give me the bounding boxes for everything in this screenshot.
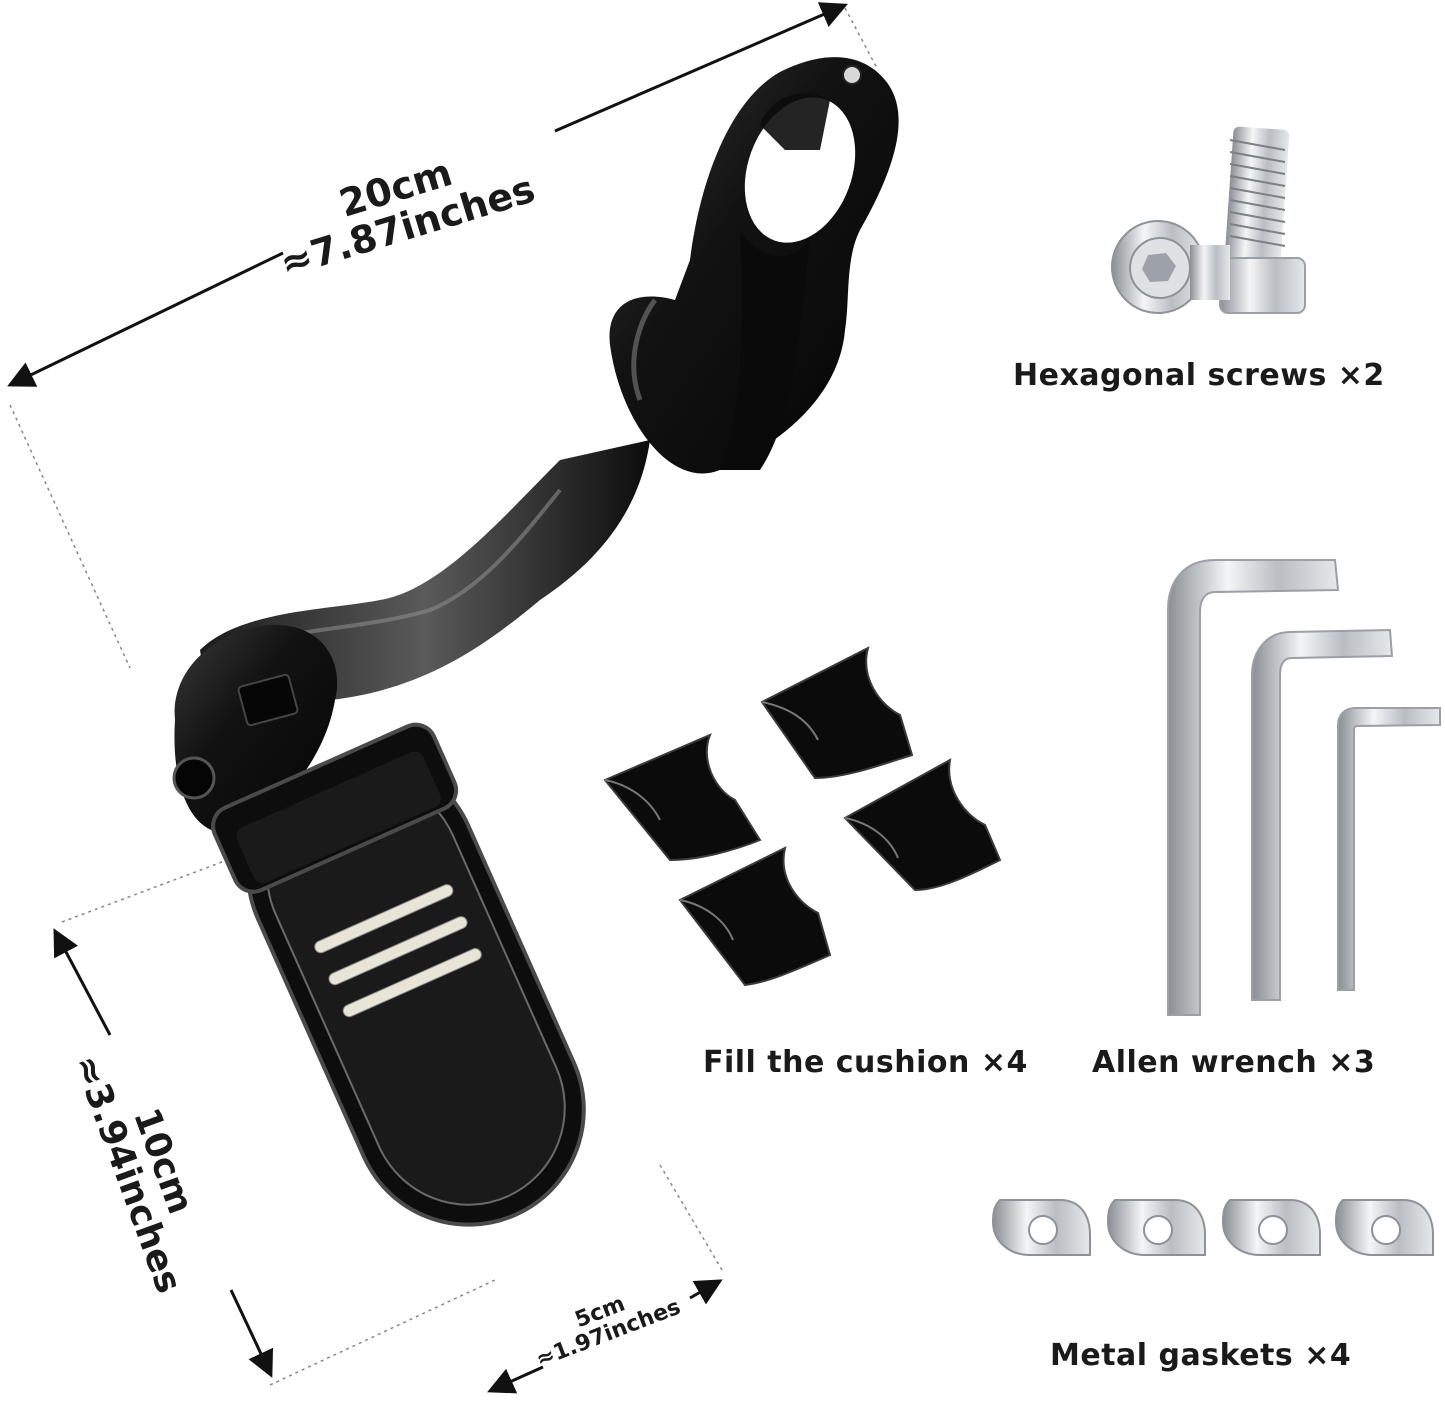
hex-screws-label: Hexagonal screws ×2 (1013, 358, 1385, 393)
hex-screw-icon (1111, 126, 1306, 314)
cushion-icon (603, 646, 1002, 987)
dimension-line-length (7, 2, 848, 387)
allen-wrench-label: Allen wrench ×3 (1092, 1045, 1376, 1080)
dimension-guide-height (61, 861, 496, 1386)
metal-gaskets-label: Metal gaskets ×4 (1050, 1338, 1352, 1373)
dimension-line-height (53, 928, 274, 1378)
dimension-guide-width (659, 1164, 723, 1271)
allen-wrench-icon (1167, 559, 1441, 1016)
dimension-line-width (487, 1279, 723, 1394)
dimension-guide-length (9, 7, 879, 669)
footpeg-mount (172, 57, 899, 1227)
gasket-icon (991, 1199, 1434, 1256)
cushion-label: Fill the cushion ×4 (703, 1045, 1028, 1080)
